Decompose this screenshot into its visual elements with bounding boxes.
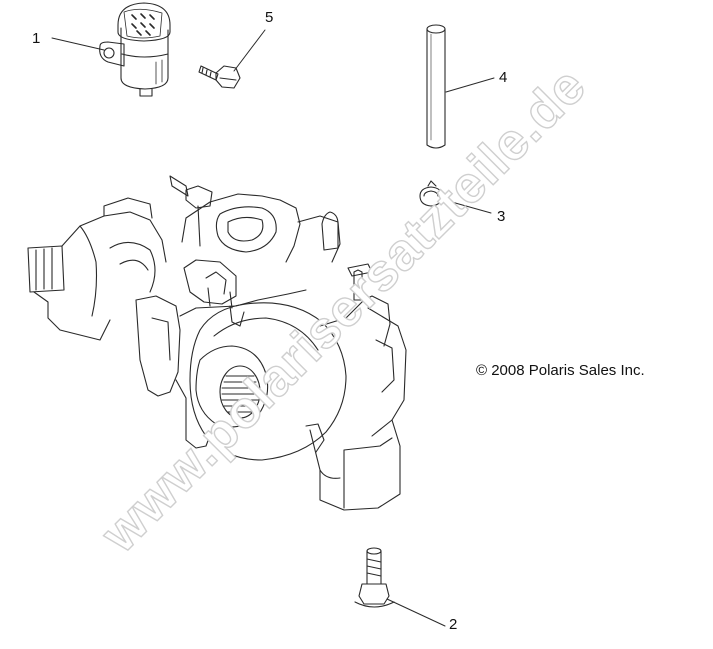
- callout-1: 1: [32, 30, 41, 47]
- callout-3: 3: [497, 208, 506, 225]
- callout-5: 5: [265, 9, 274, 26]
- flange-bolt-part: [354, 547, 395, 608]
- callout-2: 2: [449, 616, 458, 633]
- leader-lines: [51, 29, 495, 627]
- clamp-part: [419, 180, 443, 207]
- bolt-part-5: [198, 65, 241, 89]
- callout-4: 4: [499, 69, 508, 86]
- gearcase-housing: [27, 175, 407, 511]
- reservoir-part: [99, 2, 171, 97]
- hose-part: [426, 24, 446, 149]
- copyright-notice: © 2008 Polaris Sales Inc.: [476, 362, 645, 379]
